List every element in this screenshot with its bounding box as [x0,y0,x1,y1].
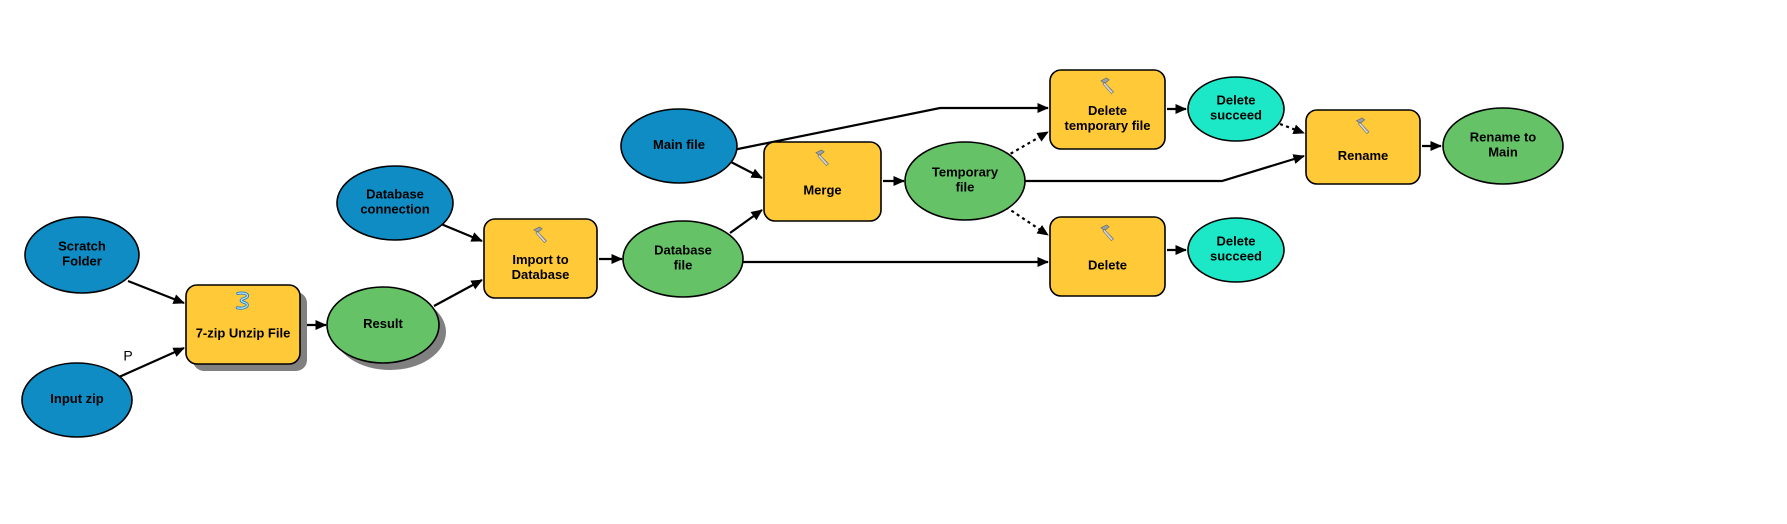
connector-temporary-file-to-delete-temporary-file[interactable] [1004,131,1049,158]
node-shape-input-zip[interactable] [21,362,133,438]
node-shape-delete-succeed-bottom[interactable] [1187,217,1285,283]
node-shape-database-connection[interactable] [336,165,454,241]
connector-delete-succeed-top-to-rename[interactable] [1279,122,1305,135]
node-input-zip[interactable]: Input zip [21,362,133,438]
connector-label-e2: P [123,348,132,364]
node-7zip-unzip-file[interactable]: 7-zip Unzip File [185,284,301,365]
node-shape-merge[interactable] [763,141,882,222]
node-rename[interactable]: Rename [1305,109,1421,185]
connector-temporary-file-to-delete[interactable] [1005,206,1049,236]
node-merge[interactable]: Merge [763,141,882,222]
connector-temporary-file-to-rename[interactable] [1025,154,1305,183]
node-shape-delete-succeed-top[interactable] [1187,76,1285,142]
node-shape-delete-temporary-file[interactable] [1049,69,1166,150]
node-result[interactable]: Result [326,286,440,364]
connector-layer [118,102,1442,379]
connector-main-file-to-merge[interactable] [730,161,763,179]
node-main-file[interactable]: Main file [620,108,738,184]
node-shape-import-to-database[interactable] [483,218,598,299]
connector-database-file-to-merge[interactable] [729,209,763,234]
connector-database-connection-to-import-to-database[interactable] [440,222,483,243]
node-shape-7zip-unzip-file[interactable] [185,284,301,365]
connector-result-to-import-to-database[interactable] [433,279,483,307]
node-shape-scratch-folder[interactable] [24,216,140,294]
connector-input-zip-to-7zip-unzip-file[interactable] [118,346,185,379]
node-delete[interactable]: Delete [1049,216,1166,297]
connector-main-file-to-delete-temporary-file[interactable] [732,102,1049,152]
node-shape-database-file[interactable] [622,220,744,298]
node-shape-rename[interactable] [1305,109,1421,185]
node-shape-rename-to-main[interactable] [1442,107,1564,185]
connector-label-layer: P [123,348,132,364]
node-shape-result[interactable] [326,286,440,364]
node-shape-main-file[interactable] [620,108,738,184]
connector-scratch-folder-to-7zip-unzip-file[interactable] [127,279,185,305]
node-shape-delete[interactable] [1049,216,1166,297]
node-shape-temporary-file[interactable] [904,141,1026,221]
